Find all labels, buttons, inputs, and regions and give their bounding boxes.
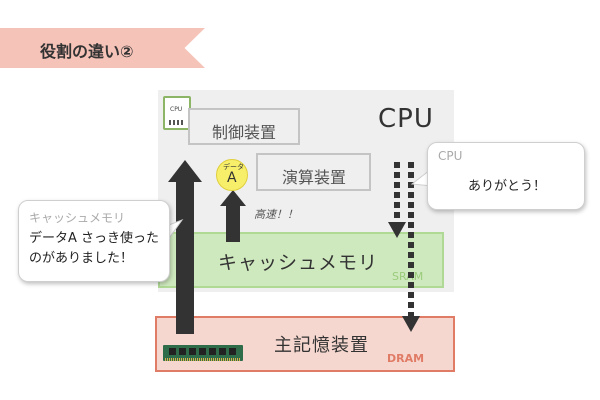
dotted-arrow-cpu-to-dram [402, 162, 420, 332]
bubble-cache-line1: データA さっき使った [29, 231, 160, 246]
dotted-arrow-cpu-to-cache [388, 162, 406, 238]
arrow-cache-to-data [220, 190, 246, 242]
ram-pins [165, 358, 241, 361]
data-a-badge: データ A [216, 159, 248, 191]
alu-box: 演算装置 [256, 153, 371, 191]
chip-label: CPU [170, 106, 183, 113]
bubble-cache-line2: のがありました！ [29, 251, 134, 266]
cpu-label: CPU [378, 104, 434, 134]
cache-speech-bubble: キャッシュメモリ データA さっき使った のがありました！ [18, 200, 170, 282]
cpu-chip-icon: CPU [163, 96, 191, 130]
alu-label: 演算装置 [282, 168, 347, 187]
speed-note: 高速！！ [254, 208, 298, 221]
cache-memory-box [158, 232, 444, 288]
main-memory-label: 主記憶装置 [274, 335, 369, 356]
sram-label: SRAM [392, 270, 424, 283]
data-badge-small: データ [223, 163, 244, 171]
control-unit-box: 制御装置 [188, 108, 300, 145]
chip-pins [169, 120, 185, 125]
bubble-cpu-message: ありがとう！ [468, 179, 547, 194]
slide-title: 役割の違い② [40, 42, 134, 61]
title-banner [0, 28, 205, 68]
bubble-cache-name: キャッシュメモリ [29, 211, 126, 225]
ram-module-icon [163, 345, 243, 361]
arrow-main-to-control [168, 160, 202, 334]
dram-label: DRAM [387, 352, 425, 365]
main-memory-box [155, 316, 455, 372]
data-badge-letter: A [227, 170, 237, 186]
control-unit-label: 制御装置 [212, 123, 277, 142]
bubble-cpu-name: CPU [438, 149, 463, 163]
cache-memory-label: キャッシュメモリ [218, 252, 379, 274]
ram-chips [169, 348, 237, 355]
cpu-speech-bubble: CPU ありがとう！ [427, 142, 585, 210]
